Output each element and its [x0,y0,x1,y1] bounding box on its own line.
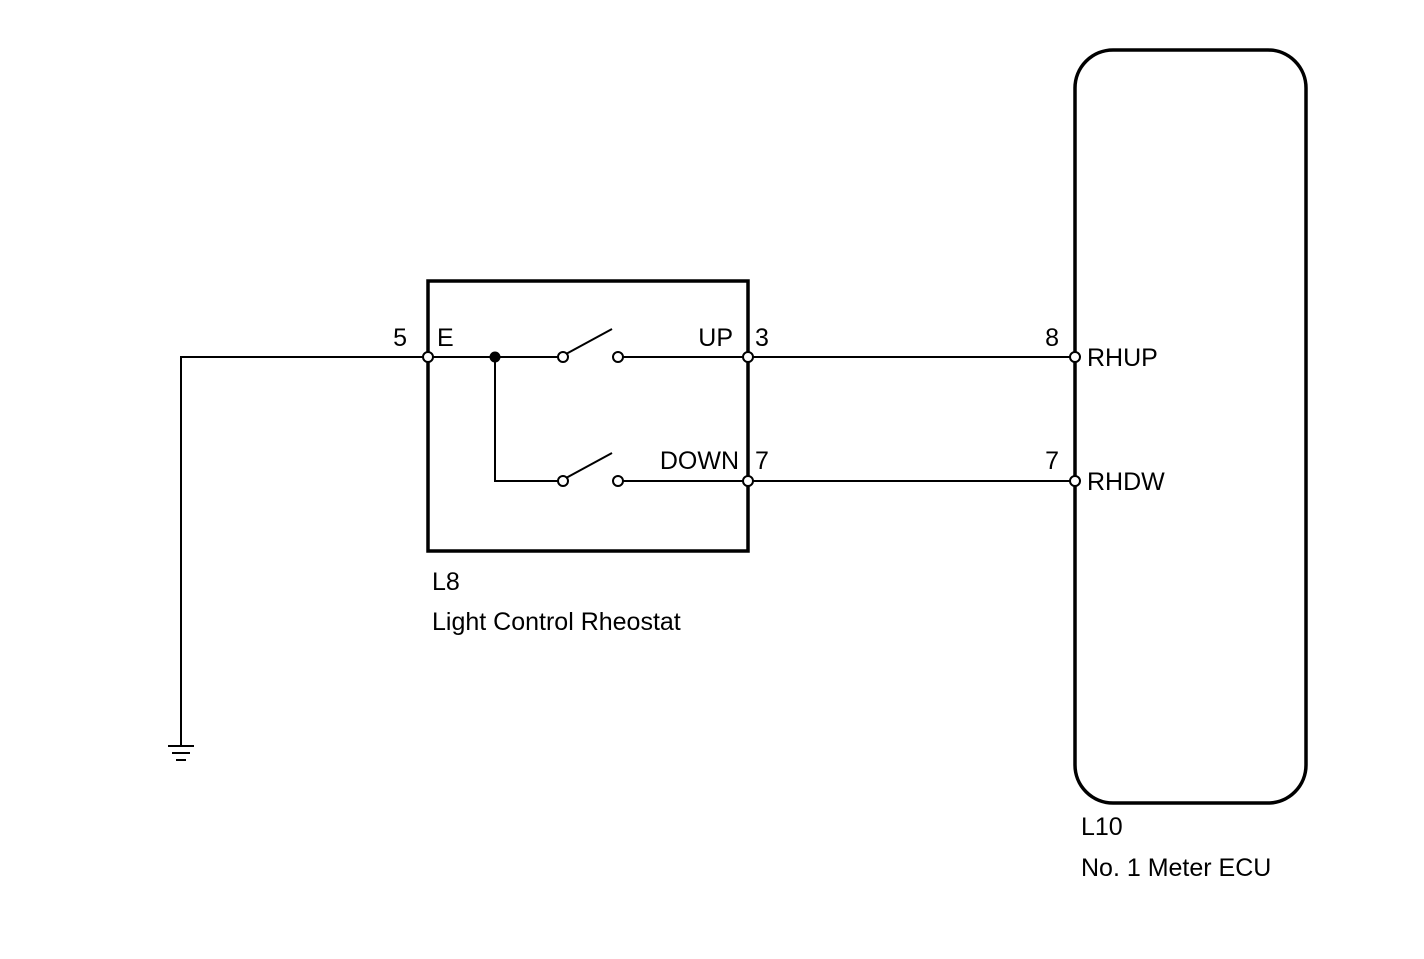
pin-name-e: E [437,324,454,352]
pin-name-rhup: RHUP [1087,344,1158,372]
pin-name-down: DOWN [660,447,739,475]
ecu-name: No. 1 Meter ECU [1081,854,1271,882]
rheostat-connector-id: L8 [432,568,460,596]
ecu-connector-id: L10 [1081,813,1123,841]
terminal-up [742,351,754,363]
ground-wire [180,356,428,746]
rheostat-box [426,279,750,553]
ground-icon [168,745,194,761]
junction-dot [489,351,501,363]
terminal-down [742,475,754,487]
down-switch-icon [557,452,624,487]
pin-number-rhup: 8 [1045,324,1059,352]
rheostat-internal-wire-branch [494,357,563,482]
pin-name-up: UP [698,324,733,352]
pin-number-e: 5 [393,324,407,352]
rheostat-name: Light Control Rheostat [432,608,681,636]
terminal-e [422,351,434,363]
pin-number-down: 7 [755,447,769,475]
up-switch-icon [557,328,624,363]
pin-name-rhdw: RHDW [1087,468,1165,496]
terminal-rhdw [1069,475,1081,487]
pin-number-up: 3 [755,324,769,352]
meter-ecu-box [1073,48,1308,805]
terminal-rhup [1069,351,1081,363]
pin-number-rhdw: 7 [1045,447,1059,475]
